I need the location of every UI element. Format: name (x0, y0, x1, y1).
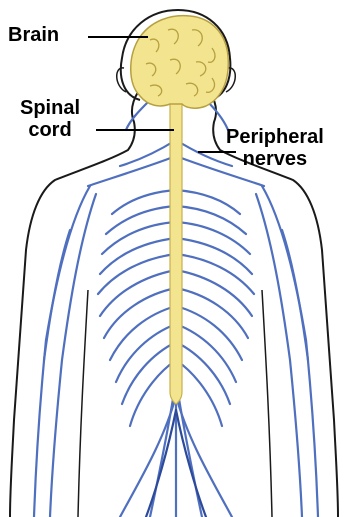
spinal-cord (170, 100, 182, 404)
right-inner-arm (262, 290, 272, 517)
left-inner-arm (78, 290, 88, 517)
brain-label: Brain (8, 24, 59, 46)
peripheral-nerves-label-line1: Peripheral (226, 126, 324, 148)
spinal-cord-label-line1: Spinal (20, 97, 80, 119)
brain (131, 16, 229, 109)
peripheral-nerves-label-line2: nerves (226, 148, 324, 170)
spinal-cord-label: Spinal cord (20, 97, 80, 141)
peripheral-nerves-label: Peripheral nerves (226, 126, 324, 170)
spinal-cord-label-line2: cord (20, 119, 80, 141)
